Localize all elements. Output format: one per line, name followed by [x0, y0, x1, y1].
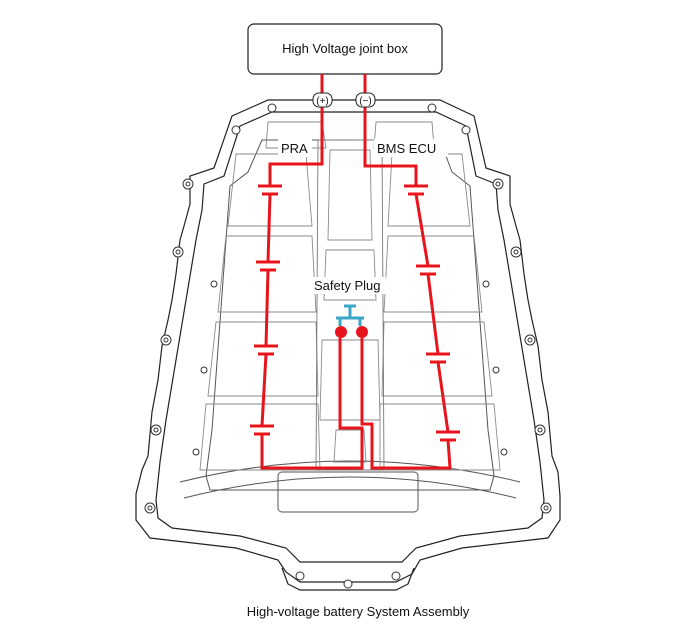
module-grid: [199, 121, 501, 471]
negative-terminal-label: (−): [359, 96, 372, 107]
left-string: [260, 193, 364, 470]
safety-plug-terminal-right: [356, 326, 368, 338]
joint-box: High Voltage joint box: [247, 23, 443, 75]
safety-plug-icon: [336, 304, 364, 326]
positive-terminal-label: (+): [316, 96, 329, 107]
module-cells: [250, 184, 460, 442]
bms-ecu-label: BMS ECU: [377, 141, 436, 156]
pra-label: PRA: [281, 141, 308, 156]
negative-lead: [363, 74, 418, 186]
labels: PRA BMS ECU Safety Plug: [278, 139, 448, 294]
bolt-holes: [144, 103, 552, 589]
safety-plug-terminal-left: [335, 326, 347, 338]
hv-circuit: [260, 74, 452, 470]
safety-plug: [335, 304, 368, 338]
safety-plug-label: Safety Plug: [314, 278, 381, 293]
joint-box-label: High Voltage joint box: [282, 41, 408, 56]
terminals: (+) (−): [312, 92, 376, 108]
positive-lead: [268, 74, 324, 186]
battery-tray: [135, 99, 561, 591]
caption: High-voltage battery System Assembly: [247, 604, 470, 619]
right-string: [360, 193, 452, 470]
